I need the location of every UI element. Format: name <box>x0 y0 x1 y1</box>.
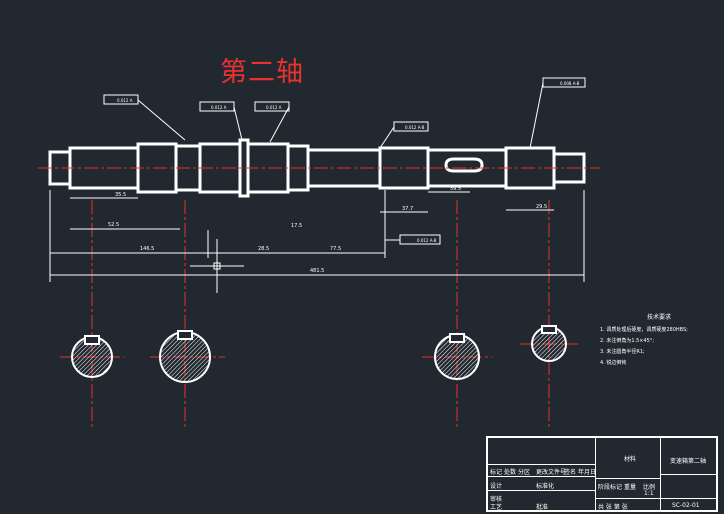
note-item: 4. 锐边倒钝 <box>600 360 627 366</box>
note-item: 2. 未注倒角为1.5×45°; <box>600 338 655 344</box>
note-item: 3. 未注圆角半径R1; <box>600 349 645 355</box>
dim-28: 28.5 <box>258 246 269 252</box>
tb-change-doc: 更改文件号 <box>536 469 567 476</box>
svg-text:0.012 A-B: 0.012 A-B <box>417 238 437 243</box>
technical-notes: 技术要求 1. 调质处理后硬度，调质硬度280HBS; 2. 未注倒角为1.5×… <box>600 312 718 369</box>
dimension-lines <box>49 190 585 282</box>
tolerance-frames <box>103 77 586 245</box>
dim-146: 146.5 <box>140 246 154 252</box>
svg-text:0.008 A-B: 0.008 A-B <box>560 81 580 86</box>
tb-weight: 重量 <box>624 484 637 491</box>
tb-sheet: 共 张 第 张 <box>598 504 628 511</box>
tb-drawing-code: SC-02-01 <box>672 502 700 509</box>
tb-approve: 批准 <box>536 504 549 511</box>
dim-29: 29.5 <box>536 204 547 210</box>
tb-design: 设计 <box>490 483 503 490</box>
title-block: 材料 标记 处数 分区 更改文件号 签名 年月日 设计 标准化 审核 工艺 批准… <box>486 436 718 512</box>
material-box: 材料 <box>624 456 637 463</box>
tb-stage-mark: 阶段标记 <box>598 484 623 491</box>
tb-sign: 签名 <box>564 469 577 476</box>
centre-lines <box>38 167 600 430</box>
dim-37: 37.7 <box>402 206 413 212</box>
svg-text:0.012 A: 0.012 A <box>211 105 227 110</box>
tb-standard: 标准化 <box>536 483 555 490</box>
tb-zone: 分区 <box>518 469 531 476</box>
tb-review: 审核 <box>490 496 503 503</box>
tolerance-frame-text: 0.012 A 0.012 A 0.012 A 0.008 A-B 0.012 … <box>117 81 580 243</box>
cad-cursor[interactable] <box>190 239 244 293</box>
svg-text:0.012 A-B: 0.012 A-B <box>405 125 425 130</box>
dimension-text: 481.5 146.5 28.5 17.5 77.5 52.5 35.5 59.… <box>108 186 547 274</box>
svg-text:0.012 A: 0.012 A <box>266 105 282 110</box>
tb-count: 处数 <box>504 469 517 476</box>
tb-part-name: 变速箱第二轴 <box>670 458 707 465</box>
dim-17: 17.5 <box>291 223 302 229</box>
dim-77: 77.5 <box>330 246 341 252</box>
svg-text:0.012 A: 0.012 A <box>117 98 133 103</box>
tb-ratio: 比例 <box>643 484 656 491</box>
dim-overall: 481.5 <box>310 268 324 274</box>
notes-heading: 技术要求 <box>646 314 671 321</box>
section-views <box>71 325 567 383</box>
tb-date: 年月日 <box>578 469 597 476</box>
note-item: 1. 调质处理后硬度，调质硬度280HBS; <box>600 327 688 333</box>
drawing-title: 第二轴 <box>220 57 304 88</box>
tb-scale: 1:1 <box>644 490 654 497</box>
tb-process: 工艺 <box>490 504 503 511</box>
tb-mark: 标记 <box>490 469 503 476</box>
dim-59: 59.5 <box>450 186 461 192</box>
dim-35: 35.5 <box>115 192 126 198</box>
dim-52: 52.5 <box>108 222 119 228</box>
